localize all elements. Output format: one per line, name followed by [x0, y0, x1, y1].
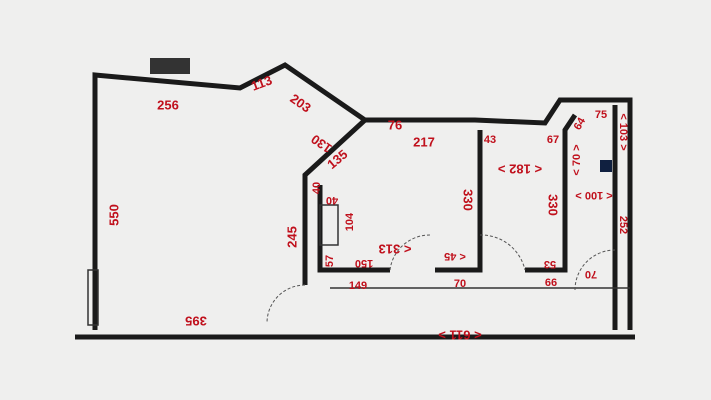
dim-label: 550 — [106, 204, 121, 226]
dim-label: 150 — [355, 257, 373, 269]
dim-label: 70 — [585, 268, 597, 280]
dim-label: 330 — [461, 189, 476, 211]
dim-label: 256 — [157, 97, 179, 112]
dim-label: < 103 > — [617, 113, 629, 150]
dim-label: < 100 > — [575, 189, 612, 201]
dim-label: 57 — [324, 255, 336, 267]
dim-label: 104 — [344, 212, 356, 231]
dim-label: 66 — [545, 277, 557, 289]
dim-label: 43 — [484, 134, 496, 146]
dim-label: 245 — [284, 226, 299, 248]
dim-label: 40 — [311, 182, 323, 194]
dim-label: 75 — [595, 109, 607, 121]
dim-label: 203 — [287, 91, 313, 116]
dim-label: 330 — [546, 194, 561, 216]
dim-label: 395 — [185, 314, 207, 329]
dim-label: 149 — [349, 280, 367, 292]
dim-label: 53 — [544, 258, 556, 270]
dim-label: < 182 > — [498, 162, 543, 177]
dim-label: < 313 — [379, 242, 412, 257]
dim-label: 113 — [249, 72, 274, 93]
dim-label: 70 — [454, 278, 466, 290]
dim-label: < 45 — [444, 250, 466, 262]
dim-label: 252 — [617, 216, 629, 234]
dim-label: 67 — [547, 134, 559, 146]
dim-label: < 611 > — [438, 328, 482, 343]
doors — [266, 234, 616, 324]
dim-label: 40 — [326, 194, 338, 206]
dim-label: 76 — [388, 117, 402, 132]
dim-label: < 70 > — [571, 144, 583, 175]
dim-label: 217 — [413, 134, 435, 149]
walls — [75, 58, 635, 340]
